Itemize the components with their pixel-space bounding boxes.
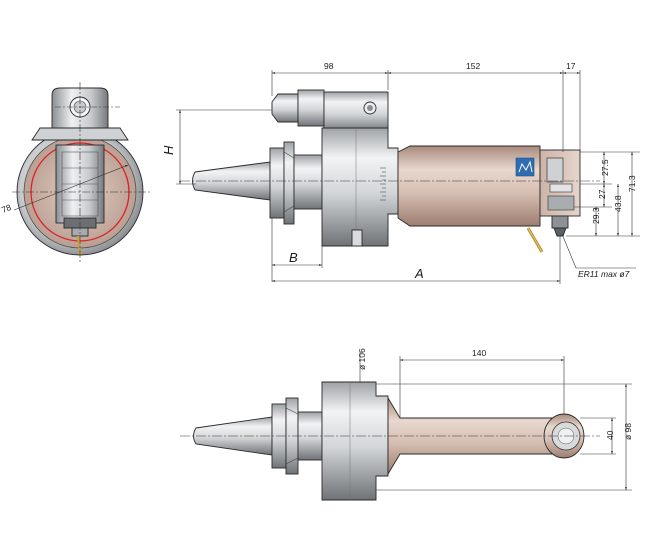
dim-H: H	[161, 145, 176, 155]
dim-d106: ø 106	[357, 348, 367, 370]
coolant-pipe-end	[76, 235, 82, 253]
dim-27-5: 27.5	[600, 159, 610, 176]
end-view: 78	[0, 82, 150, 262]
dim-152: 152	[466, 61, 480, 71]
clamp-block	[323, 91, 389, 133]
pilot-tool	[271, 93, 299, 123]
dim-29-3: 29.3	[591, 207, 601, 224]
top-main-drum	[321, 381, 389, 501]
dim-27: 27	[597, 189, 607, 199]
dim-43-8: 43.8	[613, 195, 623, 212]
er-collet	[551, 215, 569, 229]
main-drum	[321, 127, 399, 247]
dim-140: 140	[472, 348, 486, 358]
dim-17: 17	[566, 61, 576, 71]
dim-d98: ø 98	[623, 423, 633, 440]
dim-A: A	[414, 266, 424, 281]
top-view: ø 106 140 40 ø 98	[180, 348, 633, 501]
dim-78: 78	[0, 202, 13, 215]
dim-98: 98	[324, 61, 334, 71]
dim-40: 40	[605, 430, 615, 440]
boring-bar	[397, 145, 541, 227]
dim-71-3: 71.3	[627, 175, 637, 192]
side-view: 98 152 17 H B A 27.5 27 29.3 43.8 71.3	[161, 61, 640, 284]
dim-B: B	[289, 250, 298, 265]
collet-label: ER11 max ø7	[578, 269, 630, 279]
